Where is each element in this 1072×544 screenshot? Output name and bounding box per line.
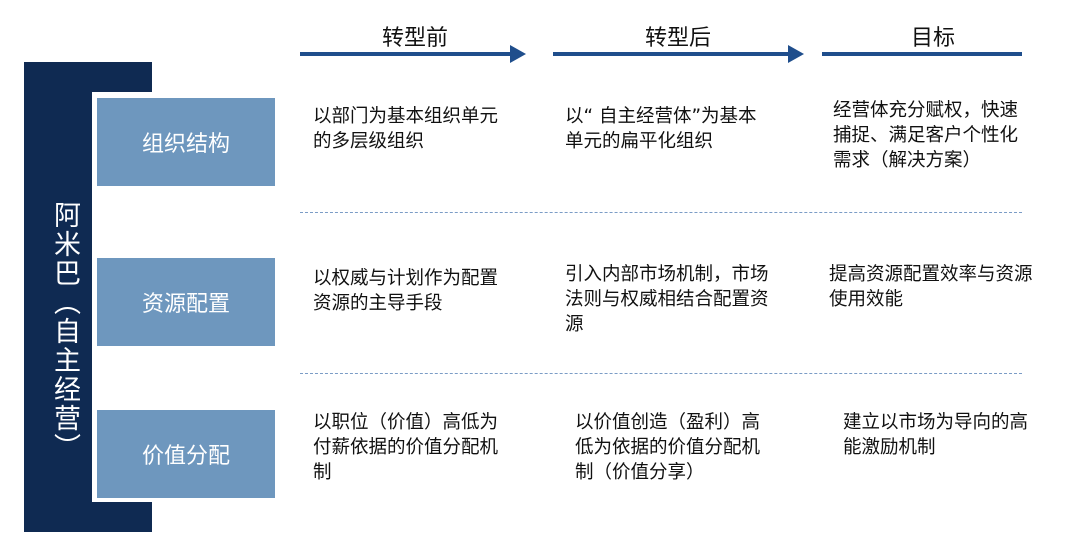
cell-org-after: 以“ 自主经营体”为基本单元的扁平化组织 [565, 106, 757, 152]
cell-value-goal: 建立以市场为导向的高能激励机制 [843, 412, 1029, 458]
header-before: 转型前 [381, 26, 448, 51]
header-after: 转型后 [644, 26, 711, 51]
category-box-org: 组织结构 [97, 98, 275, 186]
cell-resource-before: 以权威与计划作为配置资源的主导手段 [313, 268, 499, 314]
category-label: 组织结构 [141, 132, 230, 157]
left-vertical-label: 阿米巴（自主经营） [49, 200, 80, 462]
cell-org-before: 以部门为基本组织单元的多层级组织 [313, 106, 499, 152]
cell-resource-goal: 提高资源配置效率与资源使用效能 [829, 264, 1033, 310]
cell-value-before: 以职位（价值）高低为付薪依据的价值分配机制 [313, 412, 499, 483]
header-arrow-line-2 [553, 52, 790, 56]
cell-resource-after: 引入内部市场机制，市场法则与权威相结合配置资源 [565, 264, 769, 335]
category-box-value: 价值分配 [97, 410, 275, 498]
row-divider-2 [300, 373, 1022, 374]
left-navy-bar [24, 62, 92, 532]
category-label: 价值分配 [141, 444, 230, 469]
header-line-3 [822, 52, 1022, 56]
category-box-resource: 资源配置 [97, 258, 275, 346]
header-goal: 目标 [910, 26, 955, 51]
category-label: 资源配置 [141, 292, 230, 317]
header-arrowhead-2 [788, 45, 804, 63]
cell-value-after: 以价值创造（盈利）高低为依据的价值分配机制（价值分享） [575, 412, 761, 483]
navy-bottom-tab [92, 502, 152, 532]
header-arrow-line-1 [300, 52, 512, 56]
row-divider-1 [300, 212, 1022, 213]
cell-org-goal: 经营体充分赋权，快速捕捉、满足客户个性化需求（解决方案） [833, 100, 1019, 171]
navy-top-tab [92, 62, 152, 92]
header-arrowhead-1 [510, 45, 526, 63]
